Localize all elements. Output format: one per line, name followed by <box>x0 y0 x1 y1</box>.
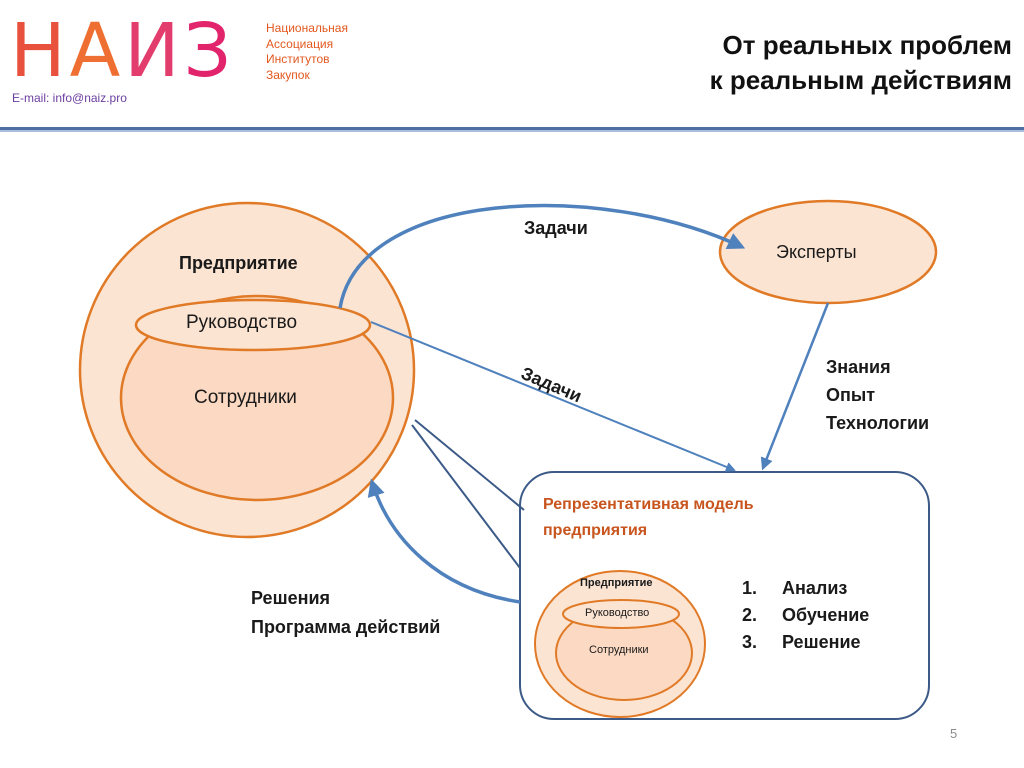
knowledge-item: Опыт <box>826 385 876 405</box>
tasks-label-upper: Задачи <box>524 218 588 238</box>
logo-subtitle-line: Институтов <box>266 52 330 66</box>
model-title-line: Репрезентативная модель <box>543 496 754 513</box>
page-number: 5 <box>950 726 958 741</box>
step-number: 3. <box>742 632 758 652</box>
logo-letter: Н <box>10 8 70 94</box>
step-number: 2. <box>742 605 758 625</box>
knowledge-item: Технологии <box>826 413 930 433</box>
employees-label: Сотрудники <box>194 387 297 408</box>
naiz-logo: НАИЗ <box>10 14 235 88</box>
model-step-item: 1. Анализ <box>742 575 869 602</box>
model-title-line: предприятия <box>543 522 648 539</box>
header-divider-shadow <box>0 130 1024 132</box>
logo-letter: А <box>69 8 125 94</box>
logo-letter: З <box>183 8 236 94</box>
logo-subtitle: Национальная Ассоциация Институтов Закуп… <box>266 21 386 83</box>
management-label: Руководство <box>186 312 298 333</box>
decisions-item: Решения <box>251 588 331 608</box>
decisions-list: Решения Программа действий <box>251 584 440 642</box>
zoom-line <box>411 424 521 569</box>
knowledge-item: Знания <box>826 357 891 377</box>
header-divider <box>0 127 1024 130</box>
step-label: Анализ <box>782 578 848 598</box>
step-label: Решение <box>782 632 861 652</box>
experts-label: Эксперты <box>776 242 857 262</box>
slide-title-line: От реальных проблем <box>722 30 1012 60</box>
step-label: Обучение <box>782 605 870 625</box>
contact-email: E-mail: info@naiz.pro <box>12 91 127 105</box>
model-title: Репрезентативная модель предприятия <box>543 492 754 544</box>
model-employees-label: Сотрудники <box>589 644 649 656</box>
model-step-item: 2. Обучение <box>742 602 869 629</box>
model-management-ellipse <box>562 599 680 629</box>
logo-subtitle-line: Национальная <box>266 21 348 35</box>
knowledge-list: Знания Опыт Технологии <box>826 353 929 437</box>
logo-subtitle-line: Ассоциация <box>266 36 334 51</box>
model-step-item: 3. Решение <box>742 629 869 656</box>
model-management-label: Руководство <box>585 607 650 619</box>
enterprise-label: Предприятие <box>179 253 298 273</box>
slide-title-line: к реальным действиям <box>709 65 1012 95</box>
step-number: 1. <box>742 578 758 598</box>
zoom-line <box>414 419 525 511</box>
decisions-item: Программа действий <box>251 617 441 637</box>
model-enterprise-label: Предприятие <box>580 577 653 589</box>
model-steps-list: 1. Анализ 2. Обучение 3. Решение <box>742 575 869 656</box>
arrow-knowledge-to-model <box>760 302 830 471</box>
logo-subtitle-line: Закупок <box>266 67 310 82</box>
logo-letter: И <box>124 8 184 94</box>
arrow-decisions-to-enterprise <box>367 478 521 604</box>
slide-title: От реальных проблем к реальным действиям <box>710 28 1012 98</box>
arrow-tasks-to-model <box>370 321 736 472</box>
arrow-tasks-to-experts <box>338 203 746 309</box>
slide-header: НАИЗ Национальная Ассоциация Институтов … <box>0 0 1024 132</box>
management-ellipse <box>134 298 372 352</box>
